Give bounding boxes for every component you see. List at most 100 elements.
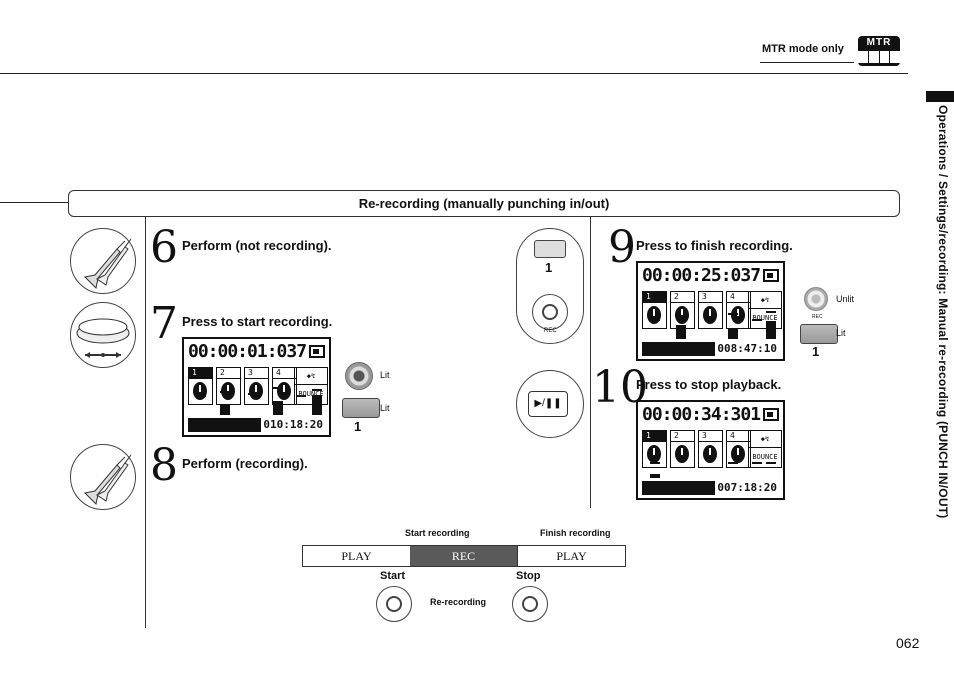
battery-icon bbox=[763, 269, 779, 282]
pan-knob-icon bbox=[731, 306, 745, 324]
track-label: 3 bbox=[699, 292, 722, 303]
button-number: 1 bbox=[354, 419, 362, 434]
indicator-label: Lit bbox=[380, 403, 390, 413]
guitar-icon bbox=[70, 228, 136, 294]
pan-knob-icon bbox=[731, 445, 745, 463]
level-meters bbox=[642, 450, 779, 478]
timeline-play-segment: PLAY bbox=[341, 549, 372, 563]
step-text: Press to start recording. bbox=[182, 314, 333, 329]
step-number: 9 bbox=[608, 222, 636, 273]
track-label: 3 bbox=[699, 431, 722, 442]
start-label: Start bbox=[380, 570, 406, 582]
bounce-box: ◆↯ BOUNCE bbox=[748, 430, 782, 468]
track-label: 2 bbox=[671, 292, 694, 303]
rec-button[interactable] bbox=[804, 287, 828, 311]
rerecording-label: Re-recording bbox=[430, 597, 487, 607]
level-meters bbox=[188, 387, 325, 415]
rec-button[interactable] bbox=[532, 294, 568, 330]
battery-icon bbox=[763, 408, 779, 421]
lcd-footer: 007:18:20 bbox=[642, 481, 779, 495]
lcd-time: 00:00:01:037 bbox=[188, 341, 307, 362]
chapter-tab bbox=[926, 91, 954, 102]
lcd-screen: 00:00:34:301 1 2 3 4 ◆↯BOUNCE 007:18:20 bbox=[636, 400, 785, 500]
lcd-footer: 010:18:20 bbox=[188, 418, 325, 432]
indicator-label: Lit bbox=[836, 328, 846, 338]
step-text: Perform (not recording). bbox=[182, 238, 332, 253]
guitar-icon bbox=[70, 444, 136, 510]
bounce-label: BOUNCE bbox=[752, 453, 778, 461]
step-number: 8 bbox=[150, 440, 178, 491]
lcd-screen: 00:00:25:037 1 2 3 4 ◆↯BOUNCE 008:47:10 bbox=[636, 261, 785, 361]
track-1-button[interactable] bbox=[342, 398, 380, 418]
divider bbox=[145, 216, 146, 628]
step-number: 7 bbox=[150, 298, 178, 349]
bounce-arrow-icon: ◆↯ bbox=[295, 368, 327, 385]
track-label: 1 bbox=[643, 431, 666, 442]
button-number: 1 bbox=[545, 260, 553, 275]
divider bbox=[760, 62, 854, 63]
track-label: 4 bbox=[727, 431, 750, 442]
pan-knob-icon bbox=[249, 382, 263, 400]
bounce-box: ◆↯BOUNCE bbox=[748, 291, 782, 329]
track-label: 2 bbox=[217, 368, 240, 379]
pan-knob-icon bbox=[675, 445, 689, 463]
bounce-box: ◆↯ BOUNCE bbox=[294, 367, 328, 405]
step-text: Press to stop playback. bbox=[636, 377, 782, 392]
punch-timeline: PLAY REC PLAY bbox=[302, 545, 626, 567]
rec-button[interactable] bbox=[512, 586, 548, 622]
track-label: 3 bbox=[245, 368, 268, 379]
level-meters bbox=[642, 311, 779, 339]
mtr-mode-label: MTR mode only bbox=[762, 43, 844, 55]
stop-label: Stop bbox=[516, 570, 541, 582]
pan-knob-icon bbox=[647, 445, 661, 463]
rec-button[interactable] bbox=[345, 362, 373, 390]
sidebar-title-text: Operations / Settings/recording: Manual … bbox=[936, 105, 950, 519]
track-1-button[interactable] bbox=[534, 240, 566, 258]
bounce-arrow-icon: ◆↯ bbox=[749, 431, 781, 448]
track-label: 1 bbox=[189, 368, 212, 379]
track-label: 2 bbox=[671, 431, 694, 442]
track-label: 1 bbox=[643, 292, 666, 303]
lcd-counter: 010:18:20 bbox=[263, 418, 323, 431]
battery-icon bbox=[309, 345, 325, 358]
step-number: 6 bbox=[150, 222, 178, 273]
timeline-rec-segment: REC bbox=[410, 546, 517, 566]
mtr-badge: MTR bbox=[858, 36, 900, 66]
pan-knob-icon bbox=[703, 445, 717, 463]
jog-wheel-icon bbox=[70, 302, 136, 368]
lcd-footer: 008:47:10 bbox=[642, 342, 779, 356]
track-1-button[interactable] bbox=[800, 324, 838, 344]
page-number: 062 bbox=[896, 635, 920, 651]
bounce-label: BOUNCE bbox=[298, 390, 324, 398]
rec-button[interactable] bbox=[376, 586, 412, 622]
step-text: Perform (recording). bbox=[182, 456, 308, 471]
indicator-label: Lit bbox=[380, 370, 390, 380]
step-text: Press to finish recording. bbox=[636, 238, 793, 253]
rec-label: REC bbox=[812, 314, 823, 320]
bounce-arrow-icon: ◆↯ bbox=[749, 292, 781, 309]
lcd-time: 00:00:25:037 bbox=[642, 265, 761, 286]
header-rule bbox=[0, 73, 908, 74]
play-pause-icon[interactable]: ▶/❚❚ bbox=[528, 391, 568, 417]
sidebar-title: Operations / Settings/recording: Manual … bbox=[936, 105, 954, 575]
finish-recording-label: Finish recording bbox=[540, 528, 611, 538]
indicator-label: Unlit bbox=[836, 294, 855, 304]
track-strip: 1 2 3 4 bbox=[188, 367, 297, 405]
lcd-counter: 007:18:20 bbox=[717, 481, 777, 494]
pan-knob-icon bbox=[277, 382, 291, 400]
button-number: 1 bbox=[812, 344, 820, 359]
pan-knob-icon bbox=[703, 306, 717, 324]
lcd-counter: 008:47:10 bbox=[717, 342, 777, 355]
track-label: 4 bbox=[727, 292, 750, 303]
divider bbox=[590, 216, 591, 508]
track-label: 4 bbox=[273, 368, 296, 379]
start-recording-label: Start recording bbox=[405, 528, 470, 538]
rec-label: REC bbox=[544, 328, 557, 334]
mtr-badge-text: MTR bbox=[866, 37, 892, 48]
divider bbox=[0, 202, 68, 203]
section-title: Re-recording (manually punching in/out) bbox=[68, 190, 900, 217]
lcd-screen: 00:00:01:037 1 2 3 4 ◆↯ BOUNCE 010:18:20 bbox=[182, 337, 331, 437]
track-strip: 1 2 3 4 bbox=[642, 430, 751, 468]
timeline-play-segment: PLAY bbox=[517, 546, 625, 566]
mtr-badge-tracks-icon bbox=[858, 51, 900, 63]
